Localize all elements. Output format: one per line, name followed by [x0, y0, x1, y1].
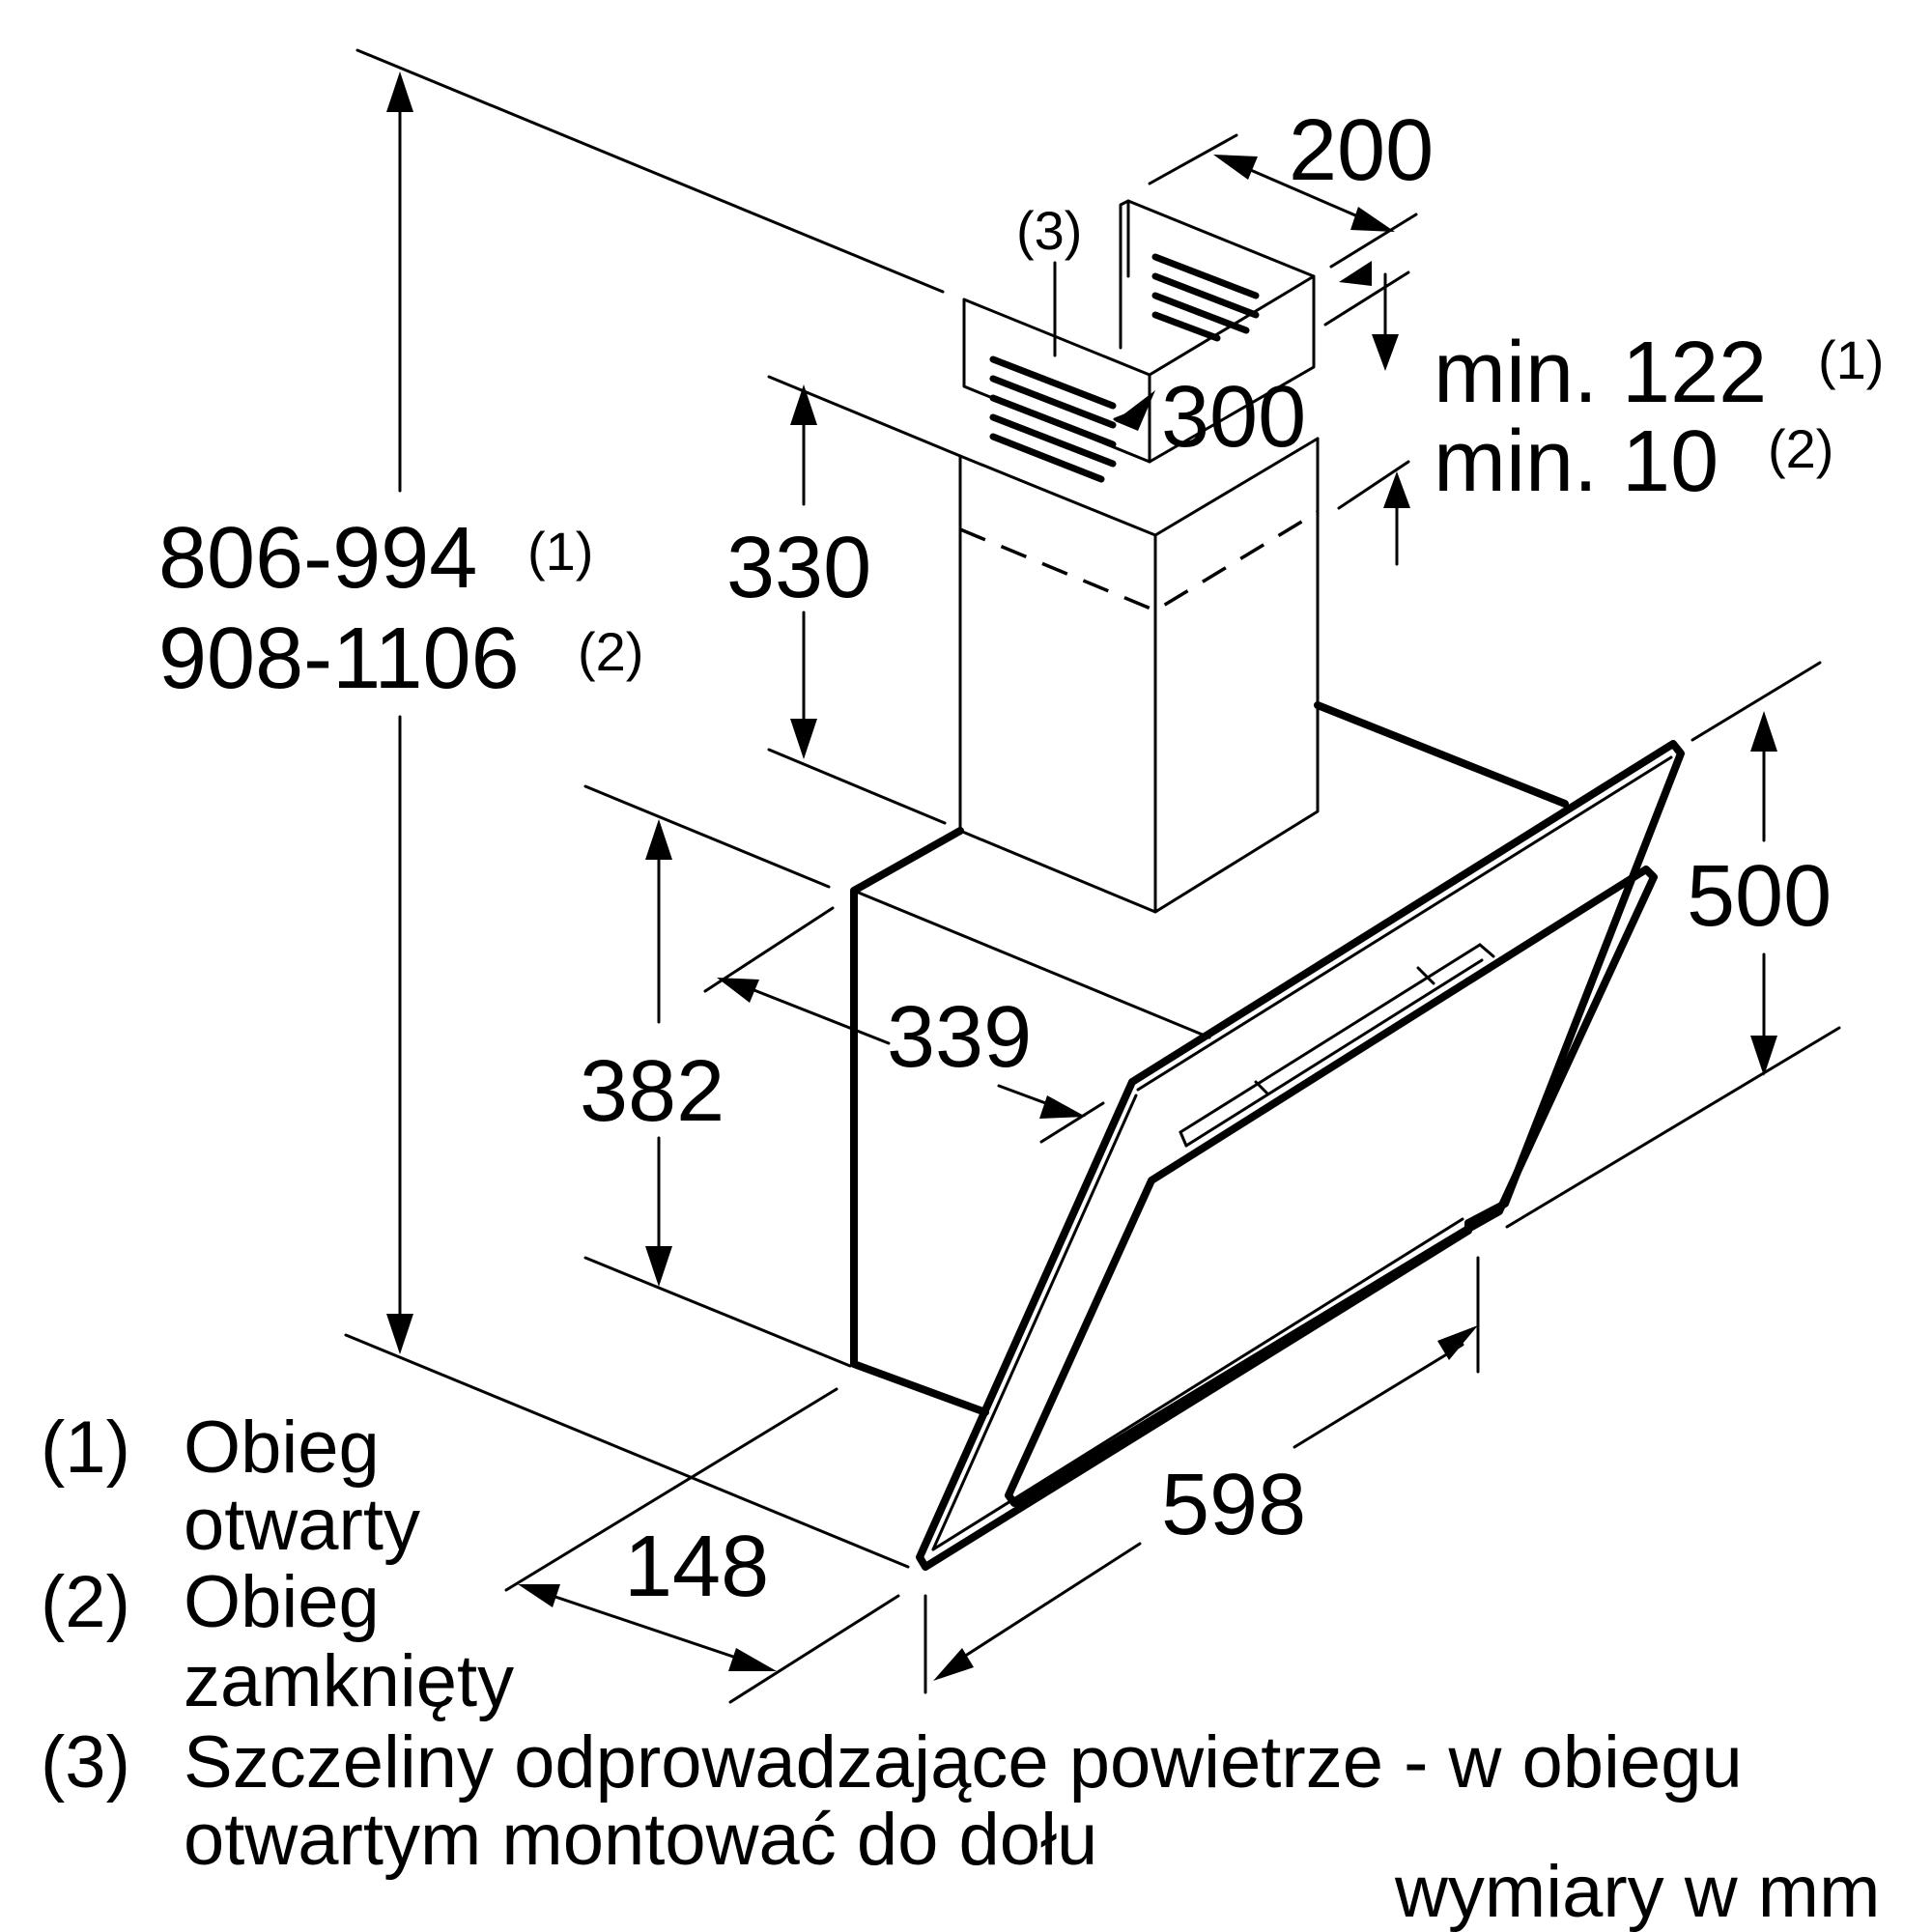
dim-height-closed-note: (2) [578, 621, 643, 682]
dim-hood-width: 598 [1161, 1457, 1306, 1553]
air-slots-front [989, 355, 1117, 483]
legend-3-line2: otwartym montować do dołu [184, 1799, 1097, 1881]
legend-2-num: (2) [41, 1561, 130, 1643]
dim-min-closed-note: (2) [1768, 418, 1833, 479]
air-slots-back [1151, 253, 1260, 342]
legend-2-line2: zamknięty [184, 1640, 514, 1722]
legend-3-line1: Szczeliny odprowadzające powietrze - w o… [184, 1721, 1743, 1804]
legend-3-num: (3) [41, 1721, 130, 1804]
legend: (1) Obieg otwarty (2) Obieg zamknięty (3… [41, 1406, 1743, 1881]
dim-hood-body-height: 382 [580, 1043, 724, 1140]
hood-glass-panel [916, 740, 1685, 1571]
legend-1-line1: Obieg [184, 1406, 380, 1489]
dimension-arrowheads [386, 71, 1777, 1681]
dim-chimney-depth: 300 [1161, 369, 1306, 466]
dim-min-open: min. 122 [1434, 325, 1767, 421]
dim-height-open: 806-994 [158, 510, 477, 607]
dim-glass-height: 500 [1687, 848, 1832, 945]
units-note: wymiary w mm [1394, 1851, 1880, 1932]
chimney-lower-section [958, 437, 1320, 914]
legend-1-num: (1) [41, 1406, 130, 1489]
legend-2-line1: Obieg [184, 1561, 380, 1643]
dim-min-closed: min. 10 [1434, 413, 1719, 510]
dim-height-open-note: (1) [527, 521, 593, 582]
dim-hood-depth: 339 [887, 989, 1032, 1086]
legend-1-line2: otwarty [184, 1484, 420, 1566]
dim-chimney-width: 200 [1289, 102, 1434, 199]
extension-lines [344, 48, 1841, 1704]
callout-slots: (3) [1016, 200, 1082, 261]
dim-height-closed: 908-1106 [158, 611, 520, 707]
dim-min-open-note: (1) [1818, 329, 1884, 390]
dim-chimney-height: 330 [726, 520, 871, 616]
dim-bottom-depth: 148 [624, 1519, 769, 1615]
hood-body [850, 701, 1569, 1416]
